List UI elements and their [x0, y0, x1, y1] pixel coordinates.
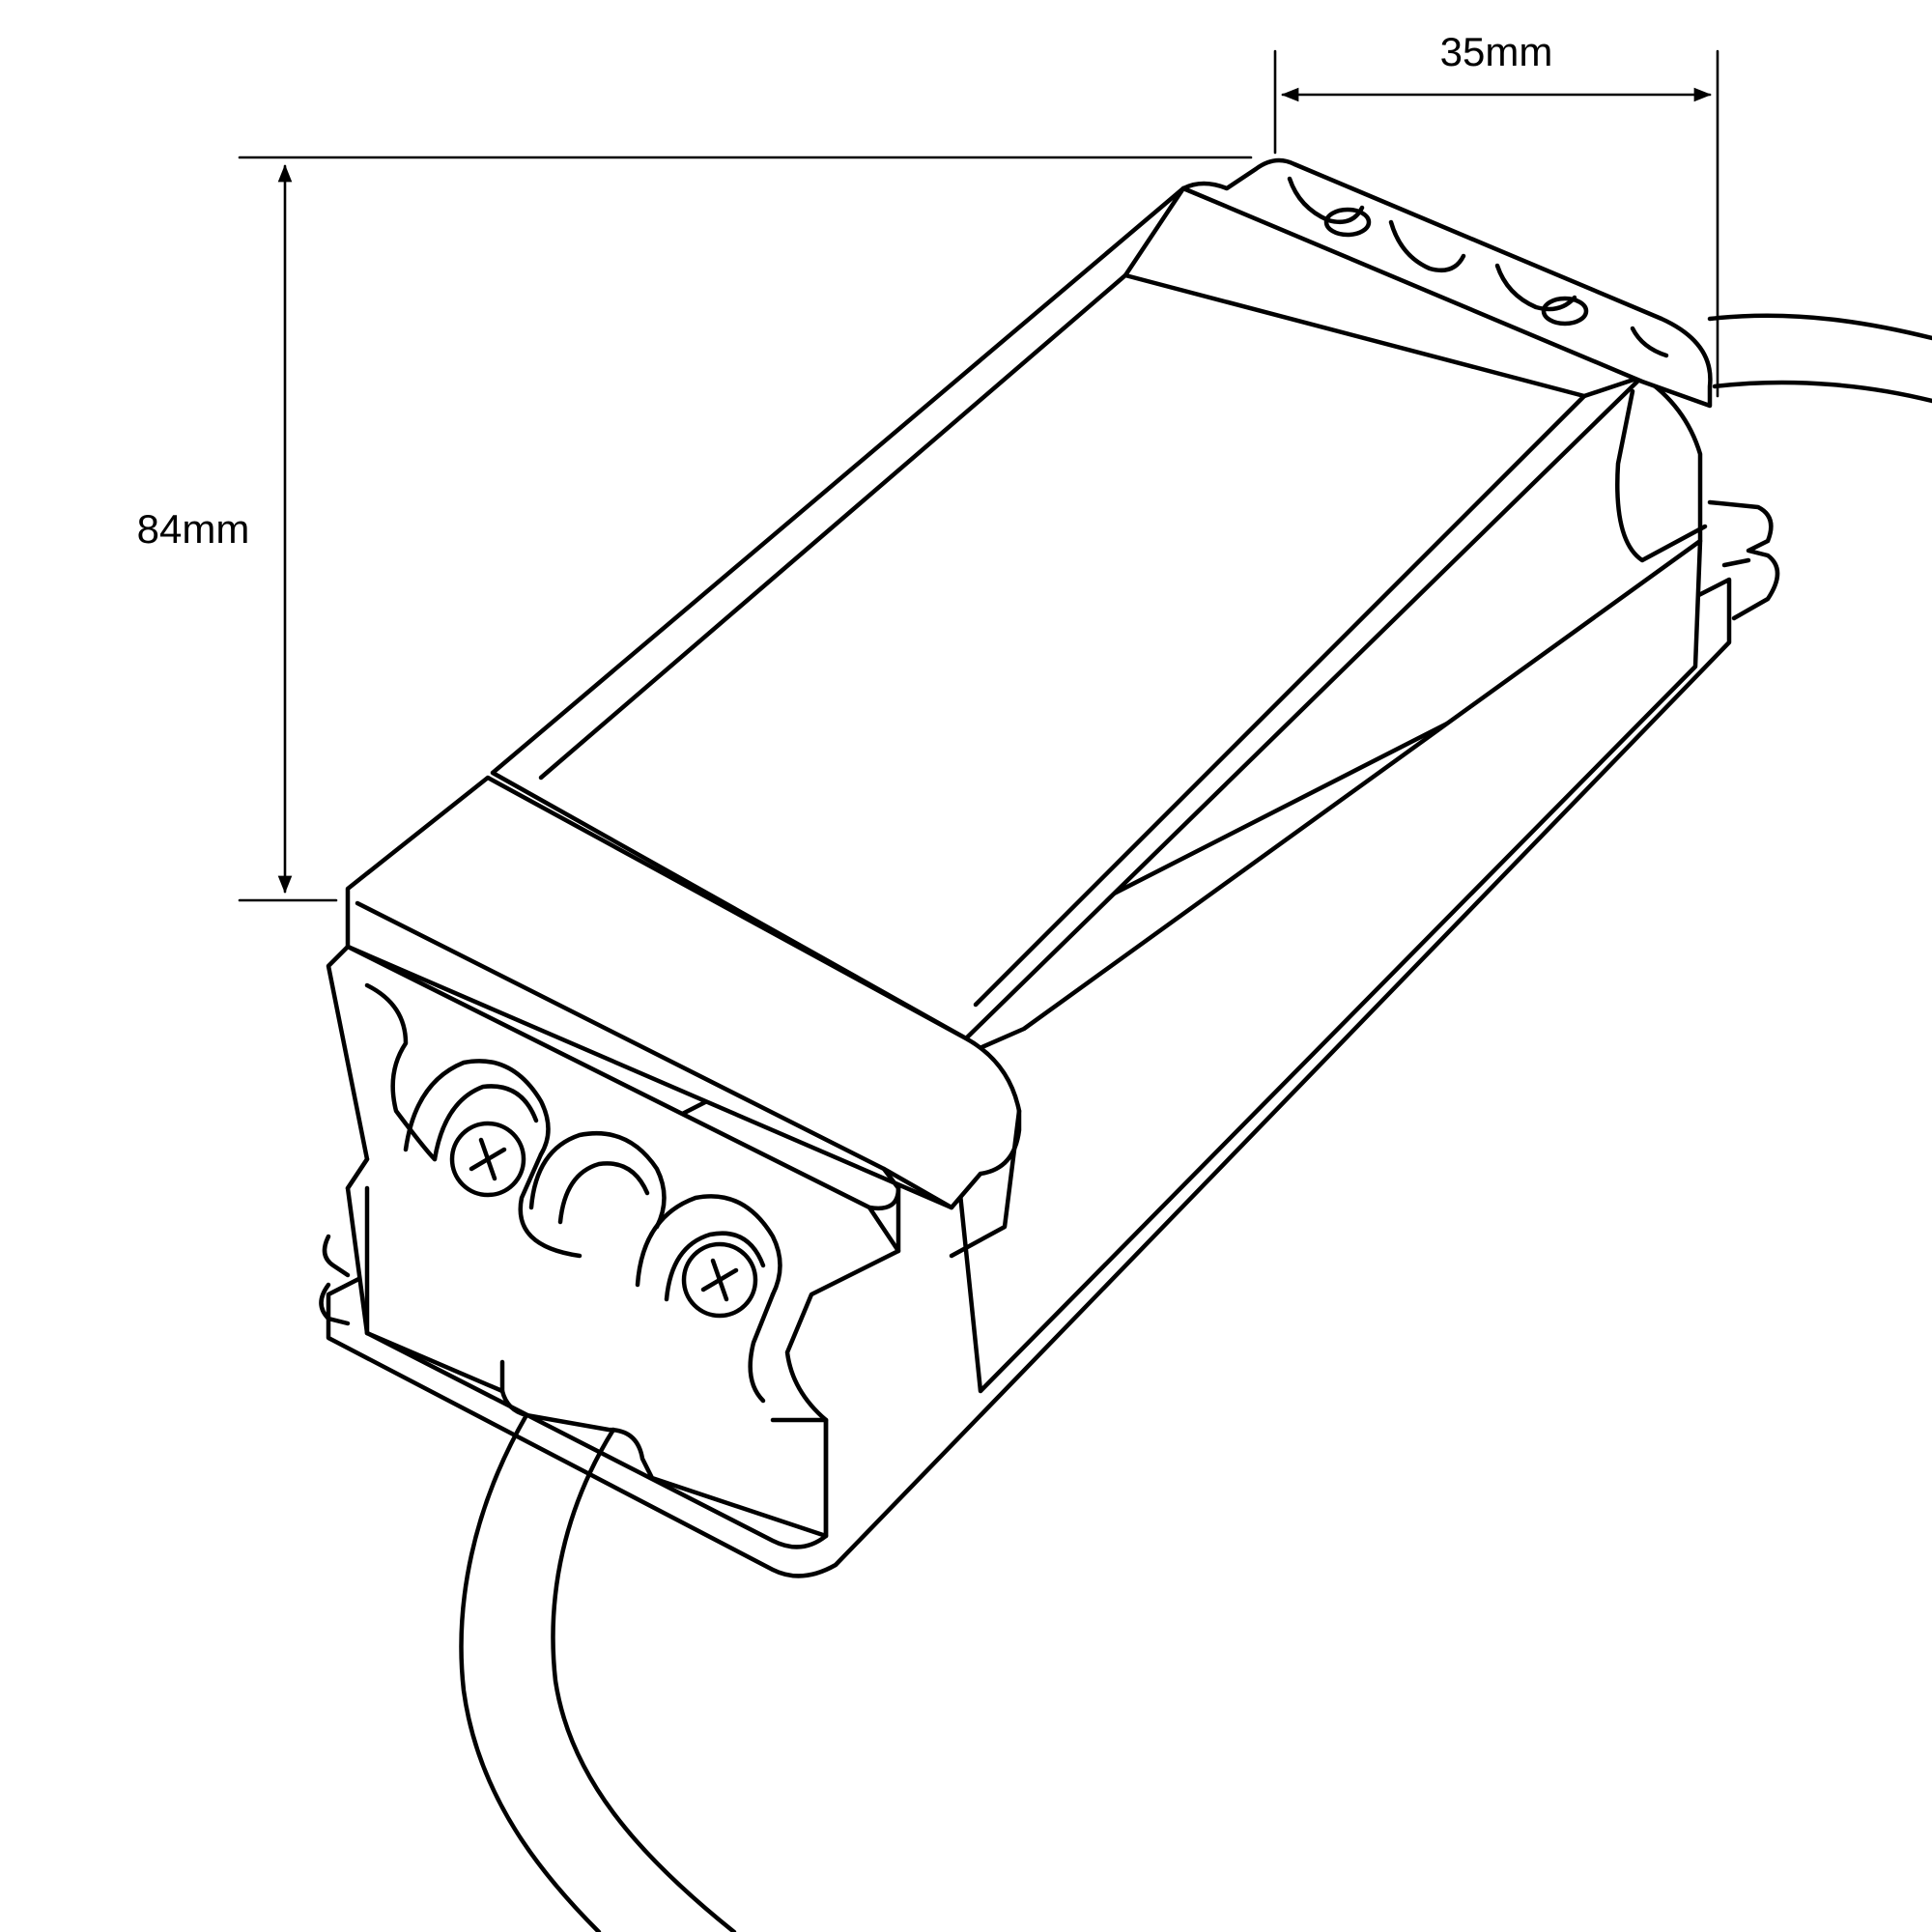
screw-icon: [449, 1121, 526, 1198]
far-terminal-block: [1180, 157, 1780, 621]
width-label: 35mm: [1440, 29, 1553, 74]
front-terminal-block: [319, 944, 901, 1549]
height-label: 84mm: [137, 506, 250, 552]
far-cable: [1707, 313, 1932, 404]
front-cable: [459, 1412, 737, 1932]
far-screw-icon: [1323, 207, 1372, 238]
height-dimension: 84mm: [137, 156, 1253, 902]
screw-icon: [681, 1241, 758, 1319]
width-dimension: 35mm: [1273, 29, 1719, 398]
far-screw-icon: [1541, 296, 1589, 327]
